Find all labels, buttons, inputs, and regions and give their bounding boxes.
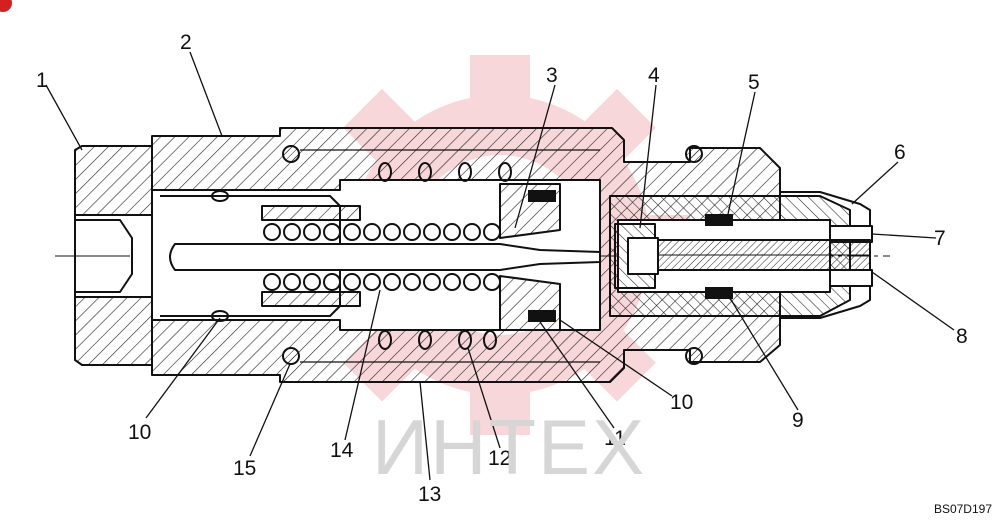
callout-9: 9	[792, 409, 804, 432]
callout-10-right: 10	[670, 391, 694, 414]
callout-2: 2	[180, 31, 192, 54]
callout-14: 14	[330, 439, 354, 462]
drawing-code: BS07D197	[933, 502, 992, 516]
callout-7: 7	[934, 227, 946, 250]
callout-1: 1	[36, 69, 48, 92]
part-12-outer-spring	[378, 162, 512, 350]
callout-15: 15	[233, 457, 257, 480]
callout-11: 11	[604, 427, 626, 450]
part-3-piston	[169, 243, 601, 271]
callout-5: 5	[748, 71, 760, 94]
callout-3: 3	[546, 64, 558, 87]
callout-6: 6	[894, 141, 906, 164]
callout-13: 13	[418, 483, 442, 506]
callout-12: 12	[488, 447, 512, 470]
callout-8: 8	[956, 325, 968, 348]
watermark-text: ИНТЕХ	[372, 403, 647, 491]
callout-4: 4	[648, 64, 660, 87]
callout-10-left: 10	[128, 421, 152, 444]
leader-lines	[45, 51, 955, 481]
part-14-inner-spring	[263, 223, 501, 291]
corner-badge	[0, 0, 12, 12]
o-rings	[211, 145, 733, 365]
